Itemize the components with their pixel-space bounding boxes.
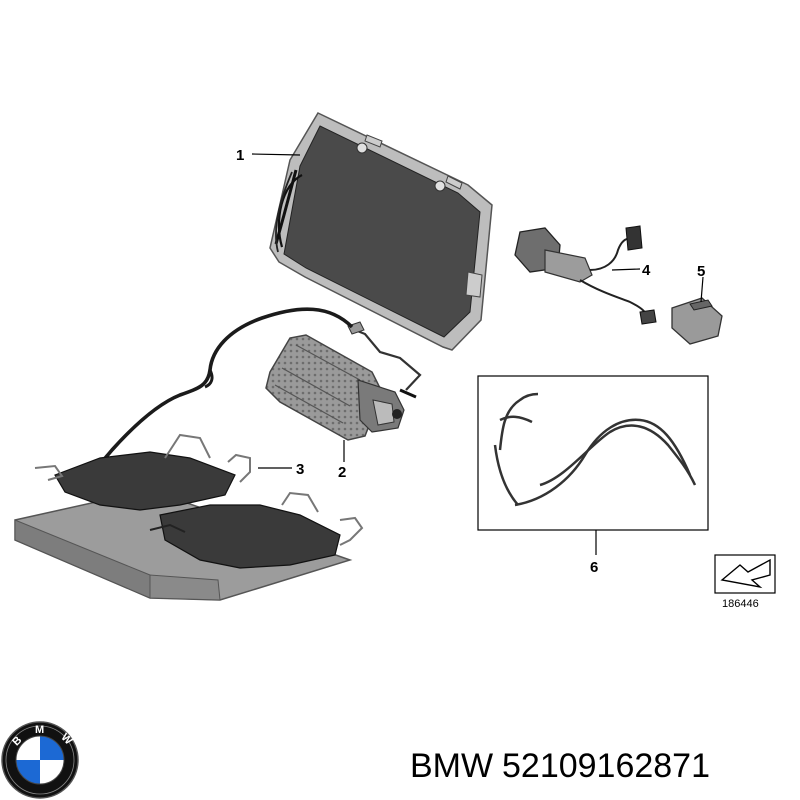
part-5-control-module	[671, 297, 723, 345]
part-2-pump-unit	[265, 321, 422, 441]
callout-4: 4	[642, 262, 651, 279]
air-hose	[92, 307, 354, 476]
footer-brand: BMW	[410, 747, 493, 785]
callout-3: 3	[296, 461, 304, 478]
callout-6: 6	[590, 559, 598, 576]
callout-5: 5	[697, 263, 705, 280]
reference-number: 186446	[722, 598, 759, 610]
footer-part-number: 52109162871	[502, 747, 710, 785]
part-6-hose-set	[477, 375, 709, 531]
reference-tag: 186446	[714, 554, 776, 610]
callout-2: 2	[338, 464, 346, 481]
part-1-backrest-pad	[269, 112, 493, 351]
bmw-logo: B M W	[1, 721, 79, 799]
svg-text:M: M	[35, 724, 44, 736]
part-3-seat-cushion-bladders	[14, 433, 364, 601]
leader-lines	[251, 153, 704, 555]
callout-1: 1	[236, 147, 244, 164]
part-4-valve-connector	[514, 225, 657, 325]
